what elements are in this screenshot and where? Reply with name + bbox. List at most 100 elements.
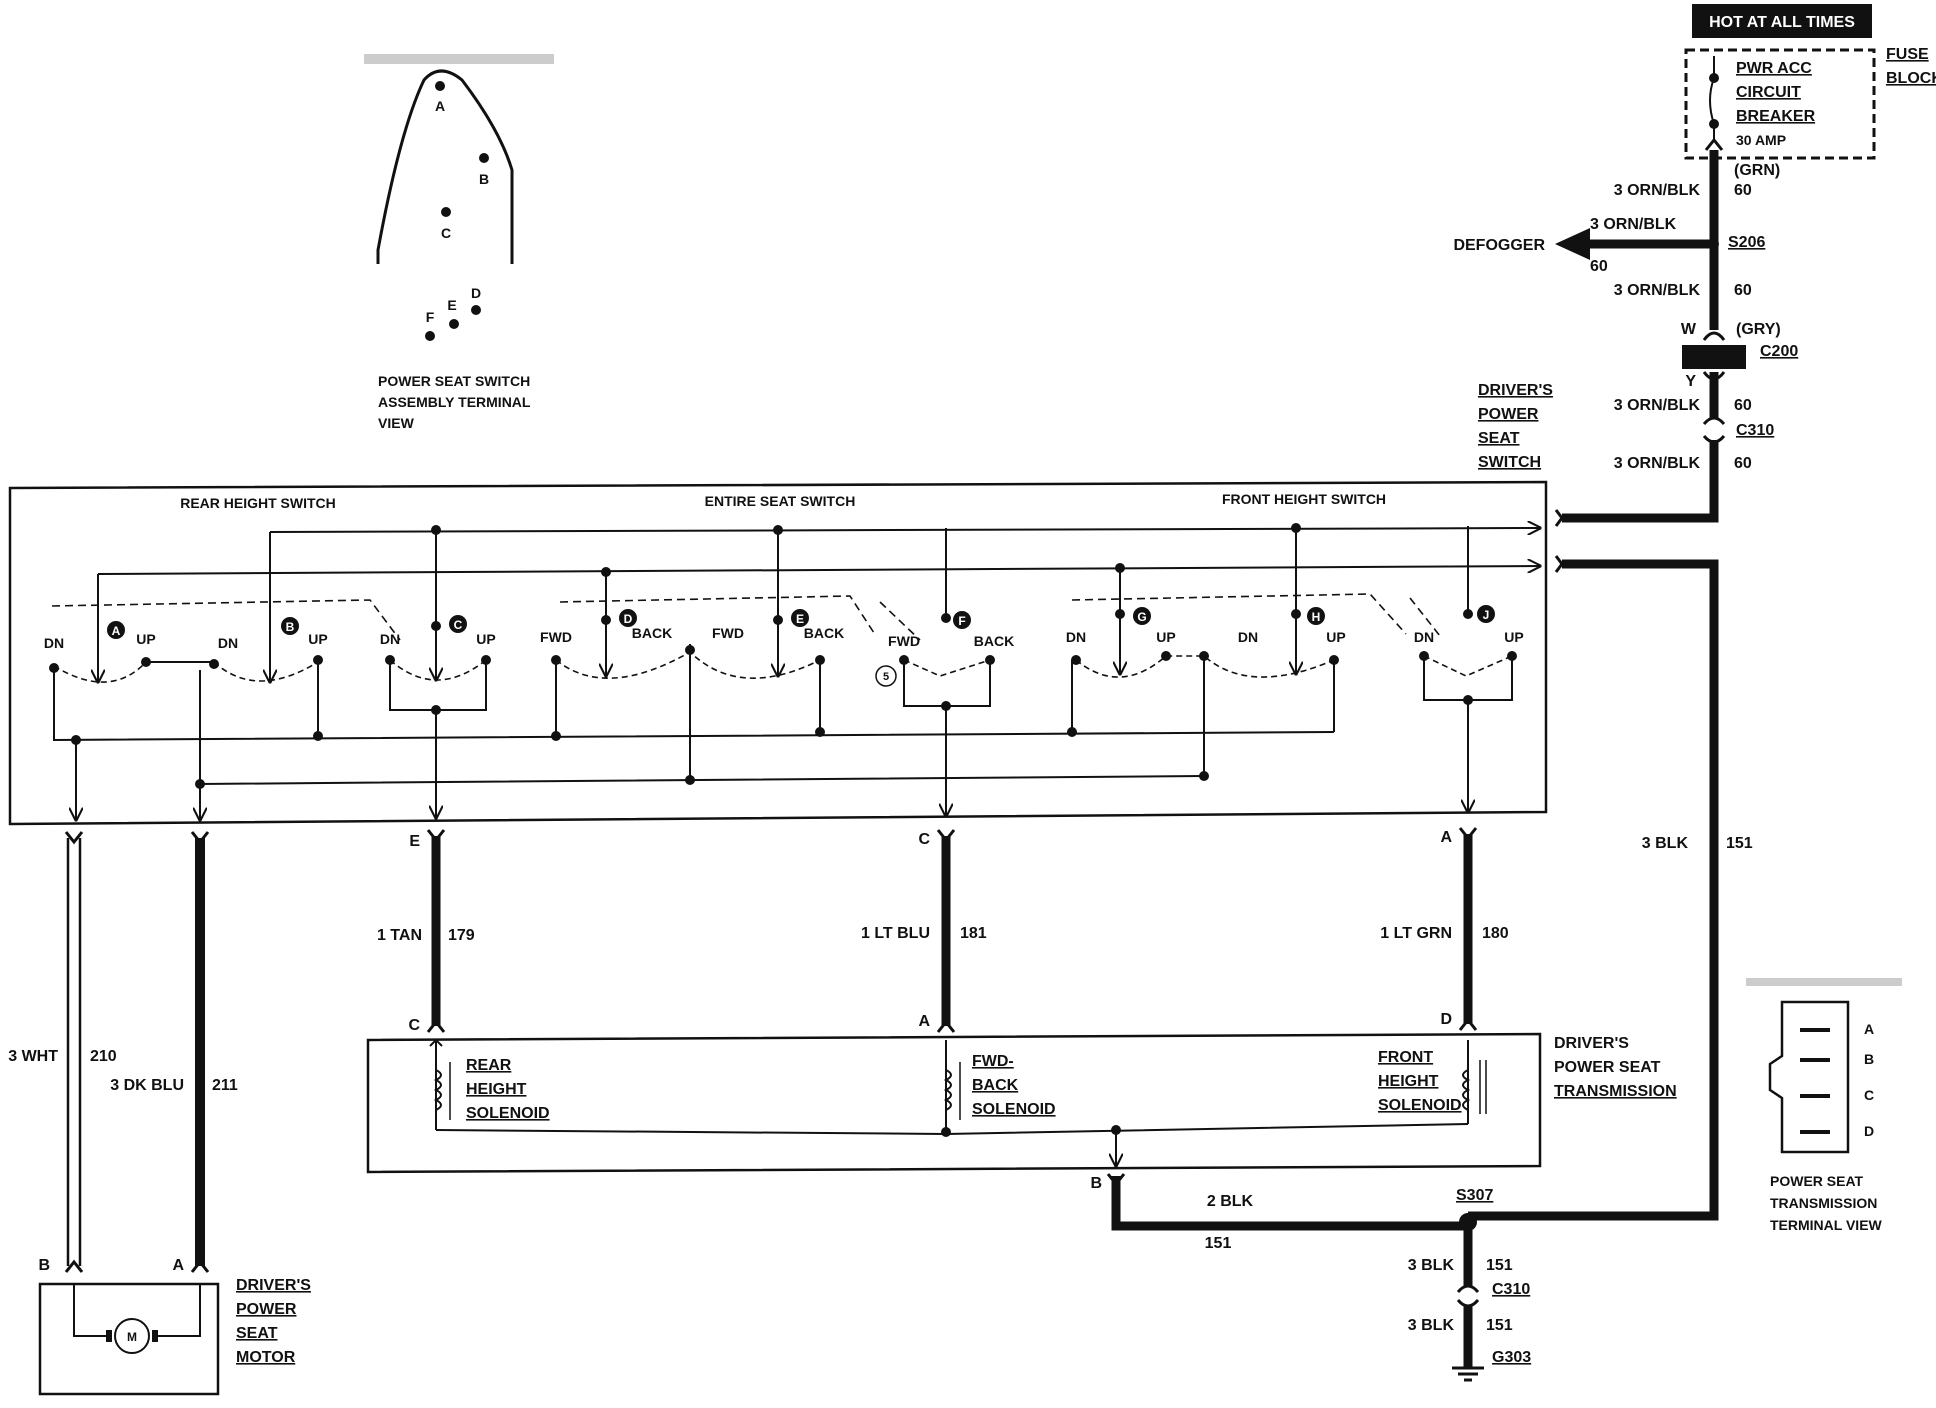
contact-d: D xyxy=(624,612,633,626)
defogger-arrow xyxy=(1555,228,1590,260)
svg-text:POWER: POWER xyxy=(1478,406,1539,423)
wire-size-label: 3 ORN/BLK xyxy=(1614,282,1701,299)
ground-g303-label: G303 xyxy=(1492,1349,1531,1366)
svg-text:UP: UP xyxy=(1504,629,1523,645)
connector-pin-y: Y xyxy=(1685,373,1696,390)
circuit-number: 181 xyxy=(960,925,987,942)
pin-c: C xyxy=(918,831,930,848)
svg-text:TRANSMISSION: TRANSMISSION xyxy=(1554,1083,1677,1100)
pin-d: D xyxy=(1440,1011,1452,1028)
svg-text:UP: UP xyxy=(308,631,327,647)
pin-c: C xyxy=(408,1017,420,1034)
wire-size-label: 3 ORN/BLK xyxy=(1614,455,1701,472)
svg-text:UP: UP xyxy=(1326,629,1345,645)
svg-text:BACK: BACK xyxy=(632,625,672,641)
terminal-c: C xyxy=(441,225,451,241)
svg-text:ASSEMBLY TERMINAL: ASSEMBLY TERMINAL xyxy=(378,394,531,410)
motor-circuit: 3 WHT 210 3 DK BLU 211 B A M DRIVER'S PO… xyxy=(8,831,311,1396)
svg-text:POWER SEAT SWITCH: POWER SEAT SWITCH xyxy=(378,373,530,389)
fuse-label-line1: FUSE xyxy=(1886,46,1929,63)
terminal-c: C xyxy=(1864,1087,1874,1103)
svg-text:M: M xyxy=(127,1330,137,1344)
svg-text:POWER SEAT: POWER SEAT xyxy=(1554,1059,1661,1076)
svg-text:DN: DN xyxy=(1066,629,1086,645)
rear-height-solenoid-label: REAR xyxy=(466,1057,512,1074)
fwd-back-solenoid-label: FWD- xyxy=(972,1053,1014,1070)
note-5-marker xyxy=(875,665,897,687)
circuit-number: 60 xyxy=(1734,182,1752,199)
svg-text:FWD: FWD xyxy=(540,629,572,645)
wire-size-label: 3 ORN/BLK xyxy=(1614,397,1701,414)
svg-text:MOTOR: MOTOR xyxy=(236,1349,296,1366)
motor-box xyxy=(38,1282,220,1396)
pin-b: B xyxy=(38,1257,50,1274)
transmission-terminal-view: A B C D POWER SEAT TRANSMISSION TERMINAL… xyxy=(1746,978,1902,1233)
circuit-number: 151 xyxy=(1205,1235,1232,1252)
circuit-number: 151 xyxy=(1486,1257,1513,1274)
wire-size-label: 1 LT GRN xyxy=(1380,925,1452,942)
pin-a: A xyxy=(1440,829,1452,846)
wire-size-label: 3 ORN/BLK xyxy=(1590,216,1677,233)
contact-a: A xyxy=(112,624,121,638)
wire-size-label: 3 BLK xyxy=(1642,835,1689,852)
connector-c200 xyxy=(1682,345,1746,369)
contact-h: H xyxy=(1312,610,1321,624)
svg-text:DN: DN xyxy=(380,631,400,647)
circuit-breaker-amp: 30 AMP xyxy=(1736,132,1786,148)
feed-wire: (GRN) 3 ORN/BLK 60 DEFOGGER 3 ORN/BLK 60… xyxy=(1453,137,1798,523)
switch-terminal-view: A B C D E F POWER SEAT SWITCH ASSEMBLY T… xyxy=(364,54,554,431)
circuit-breaker-line3: BREAKER xyxy=(1736,108,1816,125)
svg-text:SEAT: SEAT xyxy=(236,1325,278,1342)
contact-c: C xyxy=(454,618,463,632)
pin-a: A xyxy=(172,1257,184,1274)
svg-text:UP: UP xyxy=(476,631,495,647)
circuit-number: 60 xyxy=(1734,397,1752,414)
terminal-d: D xyxy=(1864,1123,1874,1139)
contact-e: E xyxy=(796,612,804,626)
svg-text:HEIGHT: HEIGHT xyxy=(1378,1073,1439,1090)
motor-symbol xyxy=(114,1318,150,1354)
svg-text:DN: DN xyxy=(44,635,64,651)
svg-text:FWD: FWD xyxy=(712,625,744,641)
svg-text:BACK: BACK xyxy=(974,633,1014,649)
front-height-solenoid-label: FRONT xyxy=(1378,1049,1433,1066)
svg-text:UP: UP xyxy=(1156,629,1175,645)
circuit-number: 60 xyxy=(1734,455,1752,472)
circuit-breaker-line2: CIRCUIT xyxy=(1736,84,1801,101)
ground-circuit: B 2 BLK 151 S307 3 BLK 151 C310 3 BLK 15… xyxy=(1090,1173,1531,1382)
wire-size-label: 3 BLK xyxy=(1408,1257,1455,1274)
hot-at-all-times-banner: HOT AT ALL TIMES xyxy=(1692,4,1872,38)
svg-text:SOLENOID: SOLENOID xyxy=(1378,1097,1462,1114)
drivers-power-seat-switch-label: DRIVER'S POWER SEAT SWITCH xyxy=(1478,382,1553,471)
terminal-d: D xyxy=(471,285,481,301)
wire-color-gry: (GRY) xyxy=(1736,321,1781,338)
svg-text:FWD: FWD xyxy=(888,633,920,649)
svg-text:HEIGHT: HEIGHT xyxy=(466,1081,527,1098)
motor-label: DRIVER'S xyxy=(236,1277,311,1294)
ground-symbol xyxy=(1452,1366,1484,1382)
pin-e: E xyxy=(409,833,420,850)
svg-text:5: 5 xyxy=(883,671,889,683)
svg-text:SEAT: SEAT xyxy=(1478,430,1520,447)
connector-pin-w: W xyxy=(1681,321,1697,338)
svg-text:DRIVER'S: DRIVER'S xyxy=(1478,382,1553,399)
circuit-number: 60 xyxy=(1590,258,1608,275)
svg-text:POWER: POWER xyxy=(236,1301,297,1318)
svg-text:BACK: BACK xyxy=(972,1077,1019,1094)
defogger-label: DEFOGGER xyxy=(1453,237,1545,254)
terminal-b: B xyxy=(1864,1051,1874,1067)
ground-return-wire: 3 BLK 151 xyxy=(1468,559,1753,1221)
contact-b: B xyxy=(286,620,295,634)
svg-text:DN: DN xyxy=(218,635,238,651)
fuse-label-line2: BLOCK xyxy=(1886,70,1936,87)
wire-size-label: 3 BLK xyxy=(1408,1317,1455,1334)
circuit-number: 211 xyxy=(212,1077,238,1094)
svg-text:SOLENOID: SOLENOID xyxy=(972,1101,1056,1118)
svg-text:HOT AT ALL TIMES: HOT AT ALL TIMES xyxy=(1709,14,1855,31)
svg-text:POWER SEAT: POWER SEAT xyxy=(1770,1173,1864,1189)
contact-j: J xyxy=(1483,608,1490,622)
contact-f: F xyxy=(958,614,965,628)
connector-c310b-label: C310 xyxy=(1492,1281,1530,1298)
solenoid-feed-wires: E 1 TAN 179 C C 1 LT BLU 181 A A 1 LT GR… xyxy=(377,827,1509,1034)
